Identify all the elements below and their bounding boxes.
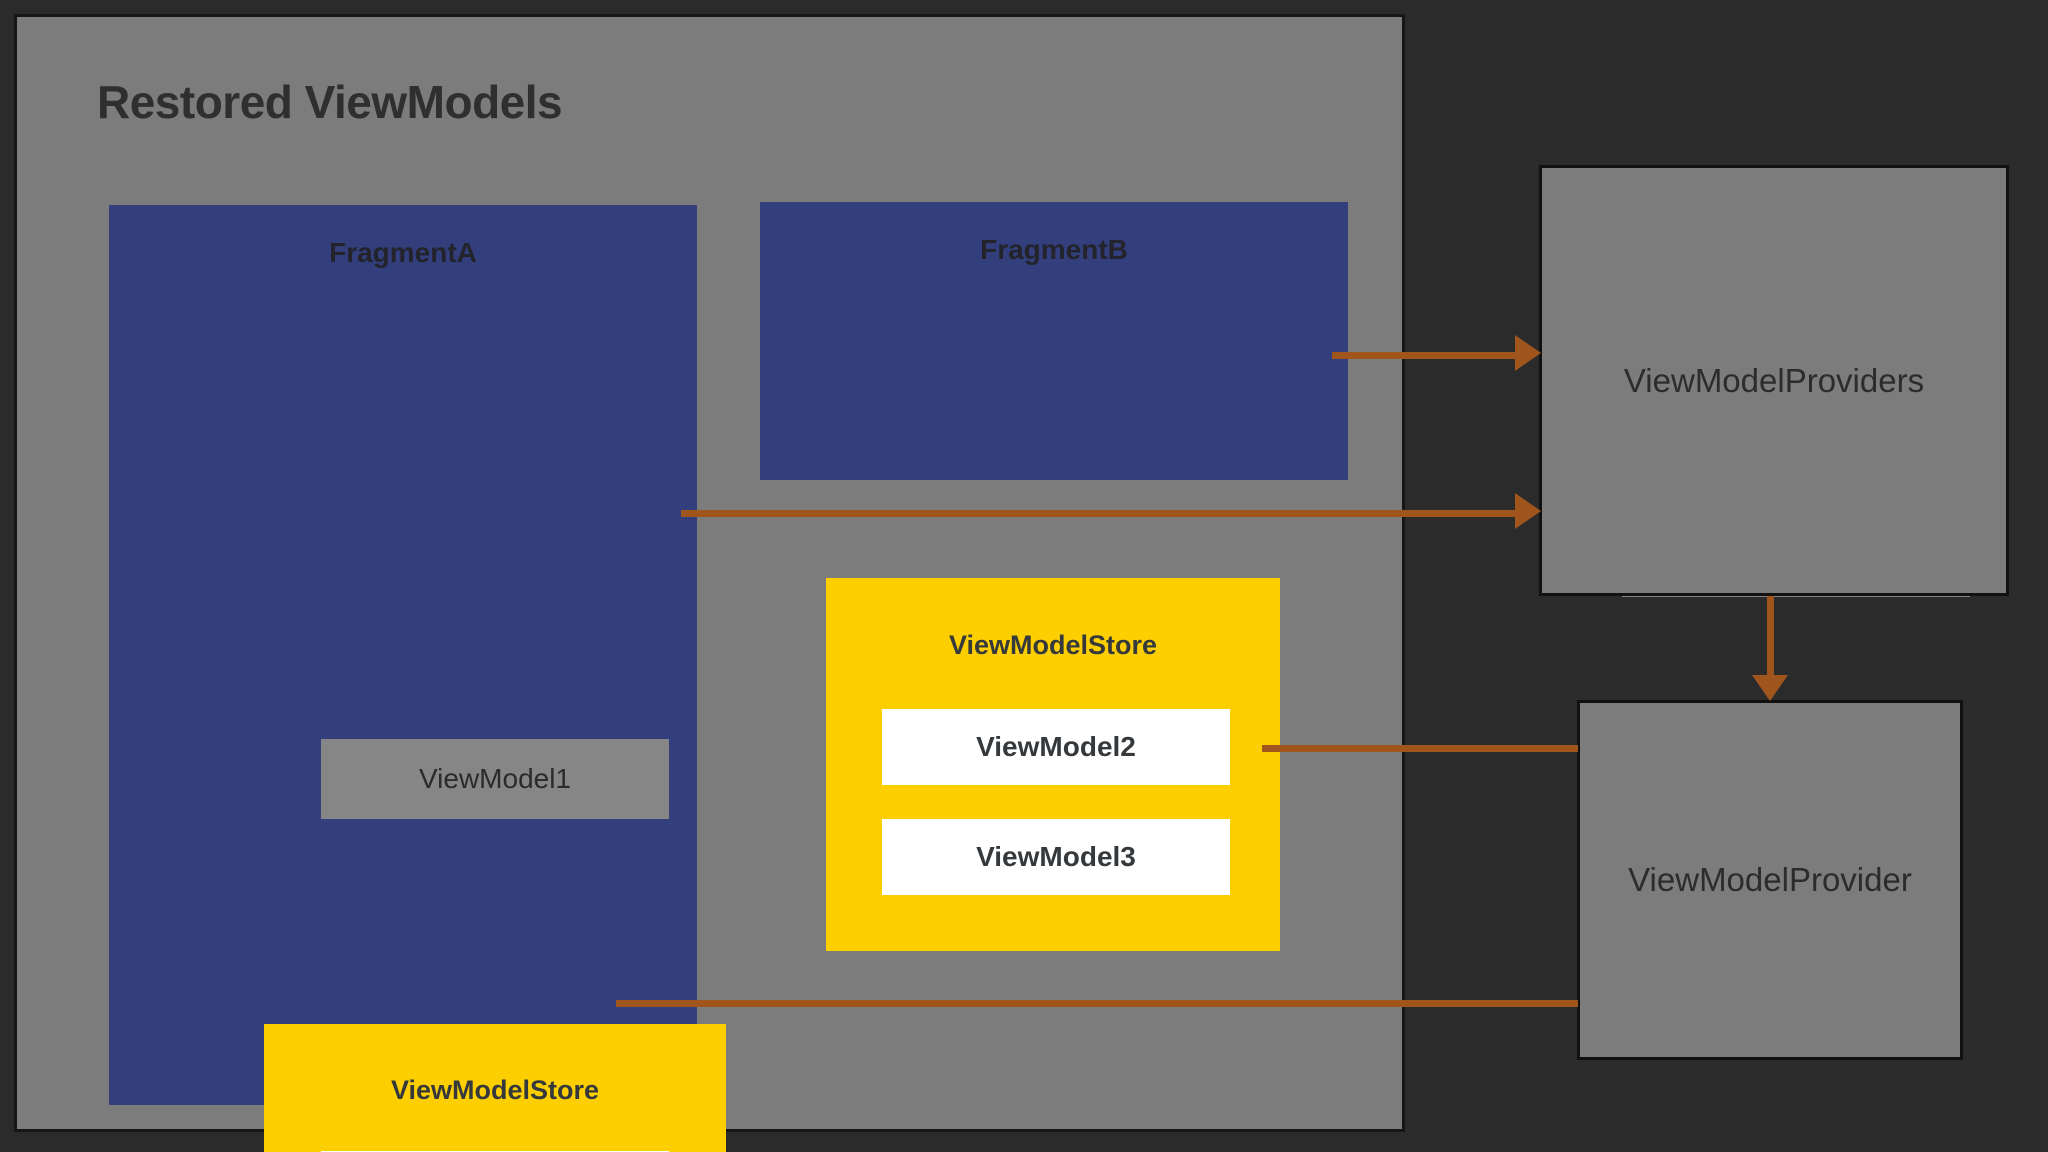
- fragment-a-label: FragmentA: [329, 237, 477, 268]
- page-title: Restored ViewModels: [97, 76, 563, 128]
- viewmodelprovider-node[interactable]: ViewModelProvider: [1577, 700, 1963, 1060]
- fragment-a-box[interactable]: FragmentA ViewModel1 ViewModelStore View…: [109, 205, 726, 1152]
- viewmodel1-chip-fragment-a[interactable]: ViewModel1: [321, 739, 669, 819]
- viewmodelstore-fragment-a-title: ViewModelStore: [390, 1075, 600, 1105]
- connector-viewmodel2-to-providers: [1332, 352, 1528, 359]
- restored-viewmodels-panel: Restored ViewModels FragmentA ViewModel1…: [14, 14, 1970, 1152]
- viewmodelstore-shared-title: ViewModelStore: [948, 630, 1158, 660]
- connector-providers-to-provider: [1767, 596, 1774, 682]
- connector-viewmodel1-to-provider: [616, 1000, 1578, 1007]
- viewmodelstore-fragment-a[interactable]: ViewModelStore ViewModel1: [264, 1024, 726, 1152]
- arrowhead-viewmodel2-to-providers-icon: [1515, 335, 1541, 371]
- fragment-b-box[interactable]: FragmentB ViewModel2: [760, 202, 1970, 597]
- arrowhead-providers-to-provider-icon: [1752, 675, 1788, 701]
- viewmodelstore-shared[interactable]: ViewModelStore ViewModel2 ViewModel3: [826, 578, 1280, 951]
- viewmodelstore-shared-item-1[interactable]: ViewModel3: [882, 819, 1230, 895]
- viewmodelstore-shared-item-0[interactable]: ViewModel2: [882, 709, 1230, 785]
- fragment-b-label: FragmentB: [980, 234, 1128, 265]
- connector-shared-viewmodel2-to-provider: [1262, 745, 1578, 752]
- viewmodelproviders-node[interactable]: ViewModelProviders: [1539, 165, 2009, 596]
- arrowhead-fragment-a-to-providers-icon: [1515, 493, 1541, 529]
- connector-fragment-a-to-providers: [681, 510, 1528, 517]
